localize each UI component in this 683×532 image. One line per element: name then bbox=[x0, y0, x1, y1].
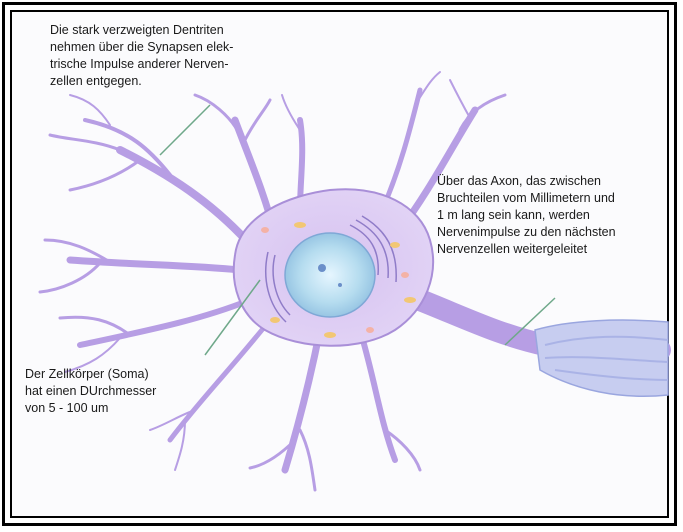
nucleus bbox=[285, 233, 375, 317]
dendrites-label: Die stark verzweigten Dentriten nehmen ü… bbox=[50, 22, 233, 90]
axon-label: Über das Axon, das zwischen Bruchteilen … bbox=[437, 173, 616, 258]
soma-label: Der Zellkörper (Soma) hat einen DUrchmes… bbox=[25, 366, 156, 417]
dendrite-leader-line bbox=[160, 105, 210, 155]
